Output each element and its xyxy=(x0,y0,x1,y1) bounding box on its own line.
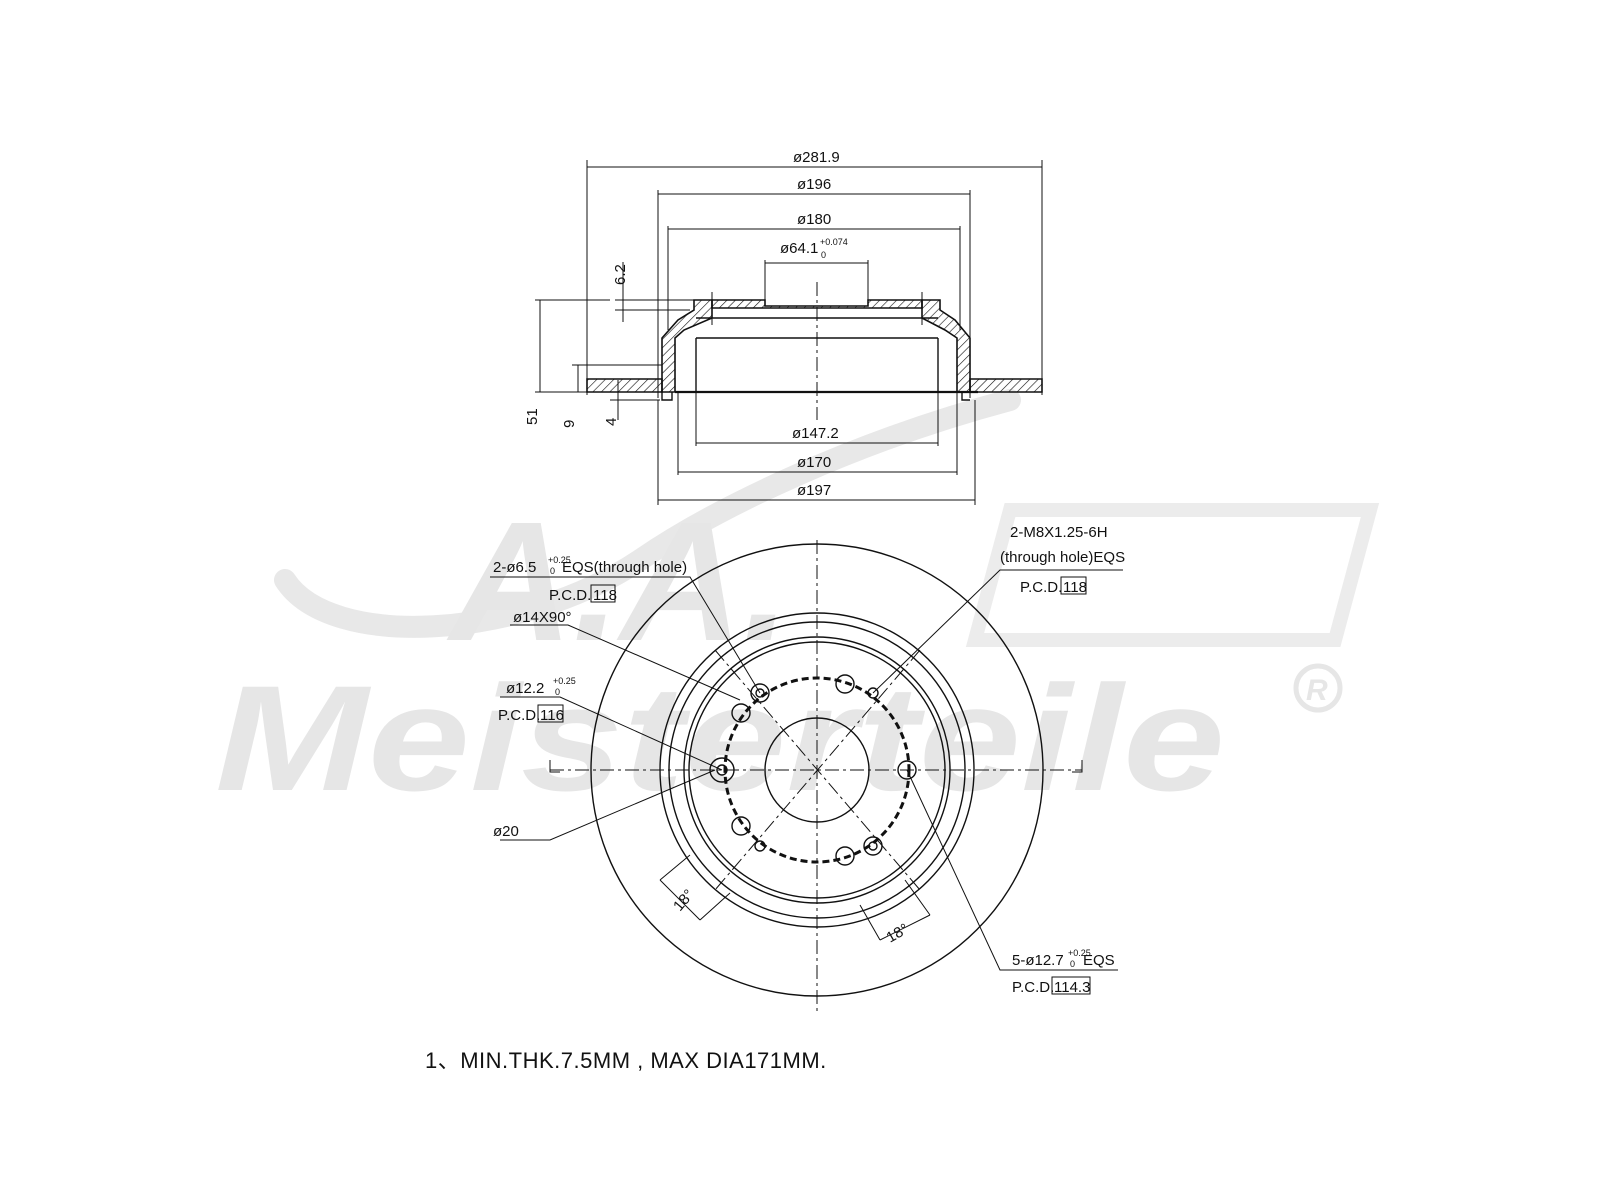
callout-studs-tol-upper: +0.25 xyxy=(1068,948,1091,958)
dim-h51: 51 xyxy=(524,408,541,425)
callout-hole-12-2-tol-lower: 0 xyxy=(555,687,560,697)
callout-holes-6-5-pcd-value: 118 xyxy=(593,587,617,604)
watermark-brand-top: A.A. xyxy=(446,487,790,677)
dim-d197: ø197 xyxy=(797,482,831,499)
callout-studs-pcd-label: P.C.D. xyxy=(1012,979,1054,996)
dim-d147-2: ø147.2 xyxy=(792,425,839,442)
callout-hole-12-2-pcd-value: 116 xyxy=(540,707,564,724)
callout-holes-6-5-tol-lower: 0 xyxy=(550,566,555,576)
hole-top-left xyxy=(750,683,770,703)
callout-chamfer: ø14X90° xyxy=(513,609,572,626)
callout-d20: ø20 xyxy=(493,823,519,840)
dim-d180: ø180 xyxy=(797,211,831,228)
callout-thread-line1: 2-M8X1.25-6H xyxy=(1010,524,1108,541)
section-view: ø281.9 ø196 ø180 ø64.1 +0.074 0 6.2 51 9… xyxy=(524,149,1043,505)
dim-d196: ø196 xyxy=(797,176,831,193)
hole-left-upper xyxy=(731,703,751,723)
registered-mark-icon xyxy=(1293,663,1343,713)
callout-holes-6-5-pcd-label: P.C.D. xyxy=(549,587,591,604)
angle-right-18: 18° xyxy=(884,920,912,946)
hole-right xyxy=(897,760,917,780)
callout-hole-12-2-pcd-label: P.C.D. xyxy=(498,707,540,724)
drawing-note: 1、MIN.THK.7.5MM , MAX DIA171MM. xyxy=(425,1048,827,1073)
callout-holes-6-5: 2-ø6.5 xyxy=(493,559,536,576)
callout-hole-12-2-tol-upper: +0.25 xyxy=(553,676,576,686)
hole-bottom xyxy=(835,846,855,866)
dim-d64-1-tol-lower: 0 xyxy=(821,250,826,260)
watermark-brand-main: Meisterteile xyxy=(215,654,1225,822)
dim-h9: 9 xyxy=(561,420,578,428)
hole-left xyxy=(709,757,735,783)
callout-studs-tol-lower: 0 xyxy=(1070,959,1075,969)
hole-bottom-right xyxy=(863,836,883,856)
callout-holes-6-5-suffix: EQS(through hole) xyxy=(562,559,687,576)
dim-h6-2: 6.2 xyxy=(612,264,629,285)
callout-holes-6-5-tol-upper: +0.25 xyxy=(548,555,571,565)
dim-d64-1-tol-upper: +0.074 xyxy=(820,237,848,247)
dim-d64-1: ø64.1 xyxy=(780,240,818,257)
callout-thread-pcd-label: P.C.D. xyxy=(1020,579,1062,596)
hole-top xyxy=(835,674,855,694)
hole-bottom-left xyxy=(754,840,766,852)
callout-studs: 5-ø12.7 xyxy=(1012,952,1064,969)
callout-thread-pcd-value: 118 xyxy=(1063,579,1087,596)
hole-lower-left xyxy=(731,816,751,836)
watermark-registered: R xyxy=(1306,674,1328,707)
dim-h4: 4 xyxy=(603,418,620,426)
dim-d281-9: ø281.9 xyxy=(793,149,840,166)
callout-hole-12-2: ø12.2 xyxy=(506,680,544,697)
dim-d170: ø170 xyxy=(797,454,831,471)
callout-studs-pcd-value: 114.3 xyxy=(1054,979,1090,996)
callout-thread-line2: (through hole)EQS xyxy=(1000,549,1125,566)
face-view: 18° 18° 2-ø6.5 +0.25 0 EQS(through hole)… xyxy=(490,524,1125,1015)
watermark-logo: A.A. Meisterteile R xyxy=(215,389,1380,822)
hole-top-right xyxy=(867,687,879,699)
angle-left-18: 18° xyxy=(670,886,698,914)
callout-studs-suffix: EQS xyxy=(1083,952,1115,969)
